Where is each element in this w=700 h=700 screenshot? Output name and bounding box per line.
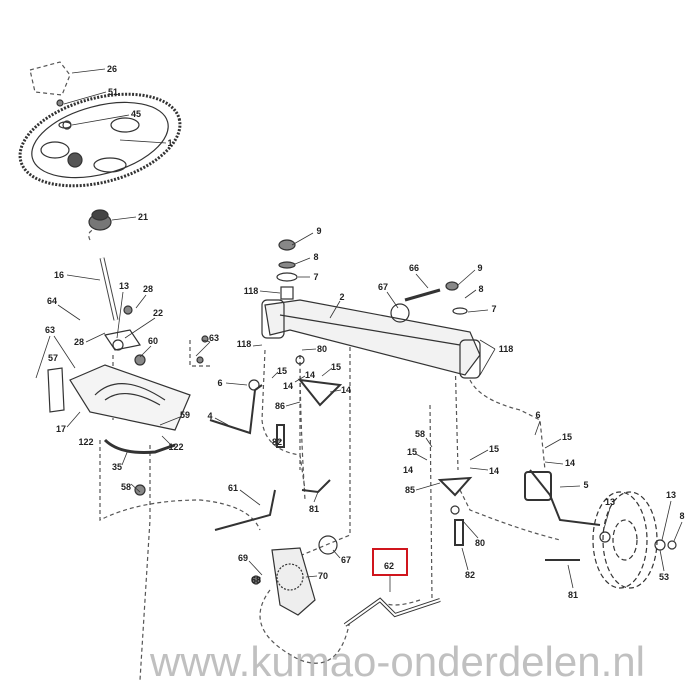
part-label: 80	[316, 344, 328, 354]
part-label: 63	[44, 325, 56, 335]
part-label: 21	[137, 212, 149, 222]
assembly-dashed-lines	[29, 61, 561, 681]
part-label: 80	[474, 538, 486, 548]
part-label: 7	[491, 304, 497, 314]
sector-arm	[103, 438, 176, 454]
part-label: 62	[383, 561, 395, 571]
highlight-box-part-62	[372, 548, 408, 576]
part-label: 2	[339, 292, 345, 302]
part-label: 118	[243, 286, 259, 296]
part-label: 122	[168, 442, 184, 452]
part-label: 82	[464, 570, 476, 580]
part-label: 15	[276, 366, 288, 376]
hardware	[56, 99, 468, 515]
part-label: 69	[237, 553, 249, 563]
part-label: 59	[179, 410, 191, 420]
pedal-plate	[251, 535, 338, 616]
part-label: 9	[316, 226, 322, 236]
part-label: 15	[488, 444, 500, 454]
front-axle	[261, 288, 481, 379]
part-label: 70	[317, 571, 329, 581]
part-label: 81	[567, 590, 579, 600]
part-label: 14	[304, 370, 316, 380]
part-label: 86	[274, 401, 286, 411]
part-label: 68	[250, 575, 262, 585]
part-label: 53	[658, 572, 670, 582]
part-label: 17	[55, 424, 67, 434]
part-label: 15	[406, 447, 418, 457]
part-label: 4	[207, 411, 213, 421]
part-label: 67	[377, 282, 389, 292]
part-label: 14	[282, 381, 294, 391]
part-label: 82	[271, 437, 283, 447]
part-label: 6	[217, 378, 223, 388]
part-label: 1	[167, 138, 173, 148]
part-label: 118	[498, 344, 514, 354]
watermark: www.kumao-onderdelen.nl	[150, 638, 645, 685]
part-label: 64	[46, 296, 58, 306]
part-label: 6	[535, 410, 541, 420]
part-label: 14	[564, 458, 576, 468]
front-wheel	[592, 491, 658, 589]
part-label: 15	[330, 362, 342, 372]
part-label: 15	[561, 432, 573, 442]
part-label: 9	[477, 263, 483, 273]
part-label: 13	[604, 497, 616, 507]
part-label: 35	[111, 462, 123, 472]
leader-lines	[35, 68, 683, 592]
steering-plate	[47, 329, 191, 431]
part-label: 28	[142, 284, 154, 294]
part-label: 8	[313, 252, 319, 262]
part-label: 58	[120, 482, 132, 492]
part-label: 13	[118, 281, 130, 291]
part-label: 67	[340, 555, 352, 565]
part-label: 14	[488, 466, 500, 476]
part-label: 28	[73, 337, 85, 347]
part-label: 57	[47, 353, 59, 363]
steering-wheel	[18, 92, 182, 188]
part-label: 7	[313, 272, 319, 282]
part-label: 26	[106, 64, 118, 74]
part-label: 45	[130, 109, 142, 119]
part-label: 8	[679, 511, 685, 521]
part-label: 60	[147, 336, 159, 346]
steering-gear	[88, 209, 112, 231]
part-label: 85	[404, 485, 416, 495]
part-label: 5	[583, 480, 589, 490]
part-label: 118	[236, 339, 252, 349]
part-label: 122	[78, 437, 94, 447]
part-label: 61	[227, 483, 239, 493]
part-label: 16	[53, 270, 65, 280]
part-label: 13	[665, 490, 677, 500]
part-label: 58	[414, 429, 426, 439]
spindles-and-links	[209, 378, 601, 627]
part-label: 81	[308, 504, 320, 514]
part-label: 14	[402, 465, 414, 475]
part-label: 51	[107, 87, 119, 97]
part-label: 63	[208, 333, 220, 343]
part-label: 22	[152, 308, 164, 318]
part-label: 8	[478, 284, 484, 294]
part-label: 14	[340, 385, 352, 395]
part-label: 66	[408, 263, 420, 273]
